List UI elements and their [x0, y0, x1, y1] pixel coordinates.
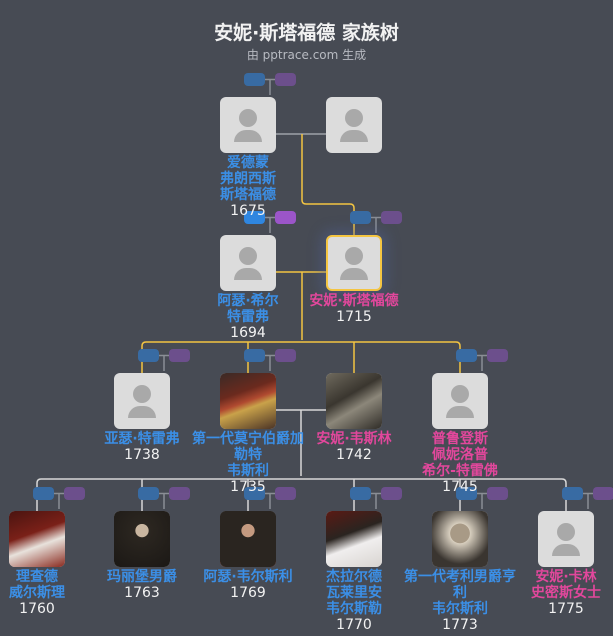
- show-father-button[interactable]: [138, 349, 159, 362]
- avatar-placeholder-icon: [451, 385, 469, 403]
- show-father-button[interactable]: [138, 487, 159, 500]
- portrait-photo: [432, 511, 488, 567]
- person-name[interactable]: 弗朗西斯: [220, 171, 276, 187]
- person-card[interactable]: [326, 511, 382, 567]
- person-name[interactable]: 第一代莫宁伯爵加勒特: [192, 431, 304, 463]
- person-name[interactable]: 韦尔斯利: [432, 601, 488, 617]
- portrait-photo: [114, 511, 170, 567]
- avatar-placeholder-icon: [446, 406, 474, 418]
- person-name[interactable]: 安妮·斯塔福德: [309, 293, 399, 309]
- show-mother-button[interactable]: [381, 487, 402, 500]
- person-card[interactable]: [220, 373, 276, 429]
- show-father-button[interactable]: [33, 487, 54, 500]
- pill-connectors: [54, 78, 593, 509]
- avatar-placeholder-icon: [234, 268, 262, 280]
- person-card[interactable]: [432, 511, 488, 567]
- show-mother-button[interactable]: [381, 211, 402, 224]
- person-name[interactable]: 斯塔福德: [220, 187, 276, 203]
- person-card[interactable]: [220, 97, 276, 153]
- show-mother-button[interactable]: [275, 211, 296, 224]
- person-name[interactable]: 理查德: [16, 569, 58, 585]
- portrait-photo: [220, 511, 276, 567]
- person-name[interactable]: 第一代考利男爵亨利: [404, 569, 516, 601]
- person-name[interactable]: 史密斯女士: [531, 585, 601, 601]
- show-mother-button[interactable]: [593, 487, 613, 500]
- show-mother-button[interactable]: [169, 349, 190, 362]
- person-name[interactable]: 特雷弗: [227, 309, 269, 325]
- person-card[interactable]: [114, 511, 170, 567]
- show-father-button[interactable]: [244, 73, 265, 86]
- person-card[interactable]: [220, 511, 276, 567]
- avatar-placeholder-icon: [239, 109, 257, 127]
- person-name[interactable]: 瓦莱里安: [326, 585, 382, 601]
- person-name[interactable]: 希尔-特雷佛: [422, 463, 498, 479]
- person-card[interactable]: [326, 373, 382, 429]
- descent-line-gen1: [301, 134, 355, 235]
- page-subtitle: 由 pptrace.com 生成: [246, 48, 367, 62]
- avatar-placeholder-icon: [133, 385, 151, 403]
- person-name[interactable]: 安妮·韦斯林: [316, 431, 392, 447]
- show-father-button[interactable]: [456, 349, 477, 362]
- person-name[interactable]: 威尔斯理: [9, 585, 65, 601]
- show-father-button[interactable]: [562, 487, 583, 500]
- person-card[interactable]: [326, 235, 382, 291]
- show-mother-button[interactable]: [169, 487, 190, 500]
- person-card[interactable]: [220, 235, 276, 291]
- show-mother-button[interactable]: [275, 349, 296, 362]
- portrait-photo: [9, 511, 65, 567]
- show-father-button[interactable]: [244, 487, 265, 500]
- person-name[interactable]: 韦斯利: [227, 463, 269, 479]
- avatar-placeholder-icon: [345, 109, 363, 127]
- avatar-placeholder-icon: [234, 130, 262, 142]
- show-mother-button[interactable]: [275, 487, 296, 500]
- descent-line-gen2: [141, 272, 461, 373]
- person-name[interactable]: 玛丽堡男爵: [107, 569, 177, 585]
- person-name[interactable]: 佩妮洛普: [432, 447, 488, 463]
- show-father-button[interactable]: [350, 211, 371, 224]
- person-name[interactable]: 阿瑟·希尔: [217, 293, 279, 309]
- avatar-placeholder-icon: [340, 268, 368, 280]
- show-mother-button[interactable]: [64, 487, 85, 500]
- avatar-placeholder-icon: [557, 523, 575, 541]
- portrait-photo: [326, 373, 382, 429]
- person-name[interactable]: 韦尔斯勒: [326, 601, 382, 617]
- person-name[interactable]: 阿瑟·韦尔斯利: [203, 569, 293, 585]
- show-mother-button[interactable]: [275, 73, 296, 86]
- show-father-button[interactable]: [244, 349, 265, 362]
- avatar-placeholder-icon: [340, 130, 368, 142]
- person-name[interactable]: 安妮·卡林: [535, 569, 597, 585]
- show-father-button[interactable]: [456, 487, 477, 500]
- portrait-photo: [220, 373, 276, 429]
- person-name[interactable]: 爱德蒙: [227, 155, 269, 171]
- person-card[interactable]: [326, 97, 382, 153]
- avatar-placeholder-icon: [552, 544, 580, 556]
- person-card[interactable]: [114, 373, 170, 429]
- avatar-placeholder-icon: [239, 247, 257, 265]
- show-mother-button[interactable]: [487, 487, 508, 500]
- person-name[interactable]: 普鲁登斯: [432, 431, 488, 447]
- show-mother-button[interactable]: [487, 349, 508, 362]
- page-title: 安妮·斯塔福德 家族树: [214, 22, 399, 44]
- show-father-button[interactable]: [350, 487, 371, 500]
- portrait-photo: [326, 511, 382, 567]
- avatar-placeholder-icon: [128, 406, 156, 418]
- person-name[interactable]: 亚瑟·特雷弗: [104, 431, 180, 447]
- person-card[interactable]: [9, 511, 65, 567]
- person-card[interactable]: [538, 511, 594, 567]
- person-name[interactable]: 杰拉尔德: [326, 569, 382, 585]
- avatar-placeholder-icon: [345, 247, 363, 265]
- person-card[interactable]: [432, 373, 488, 429]
- show-father-button[interactable]: [244, 211, 265, 224]
